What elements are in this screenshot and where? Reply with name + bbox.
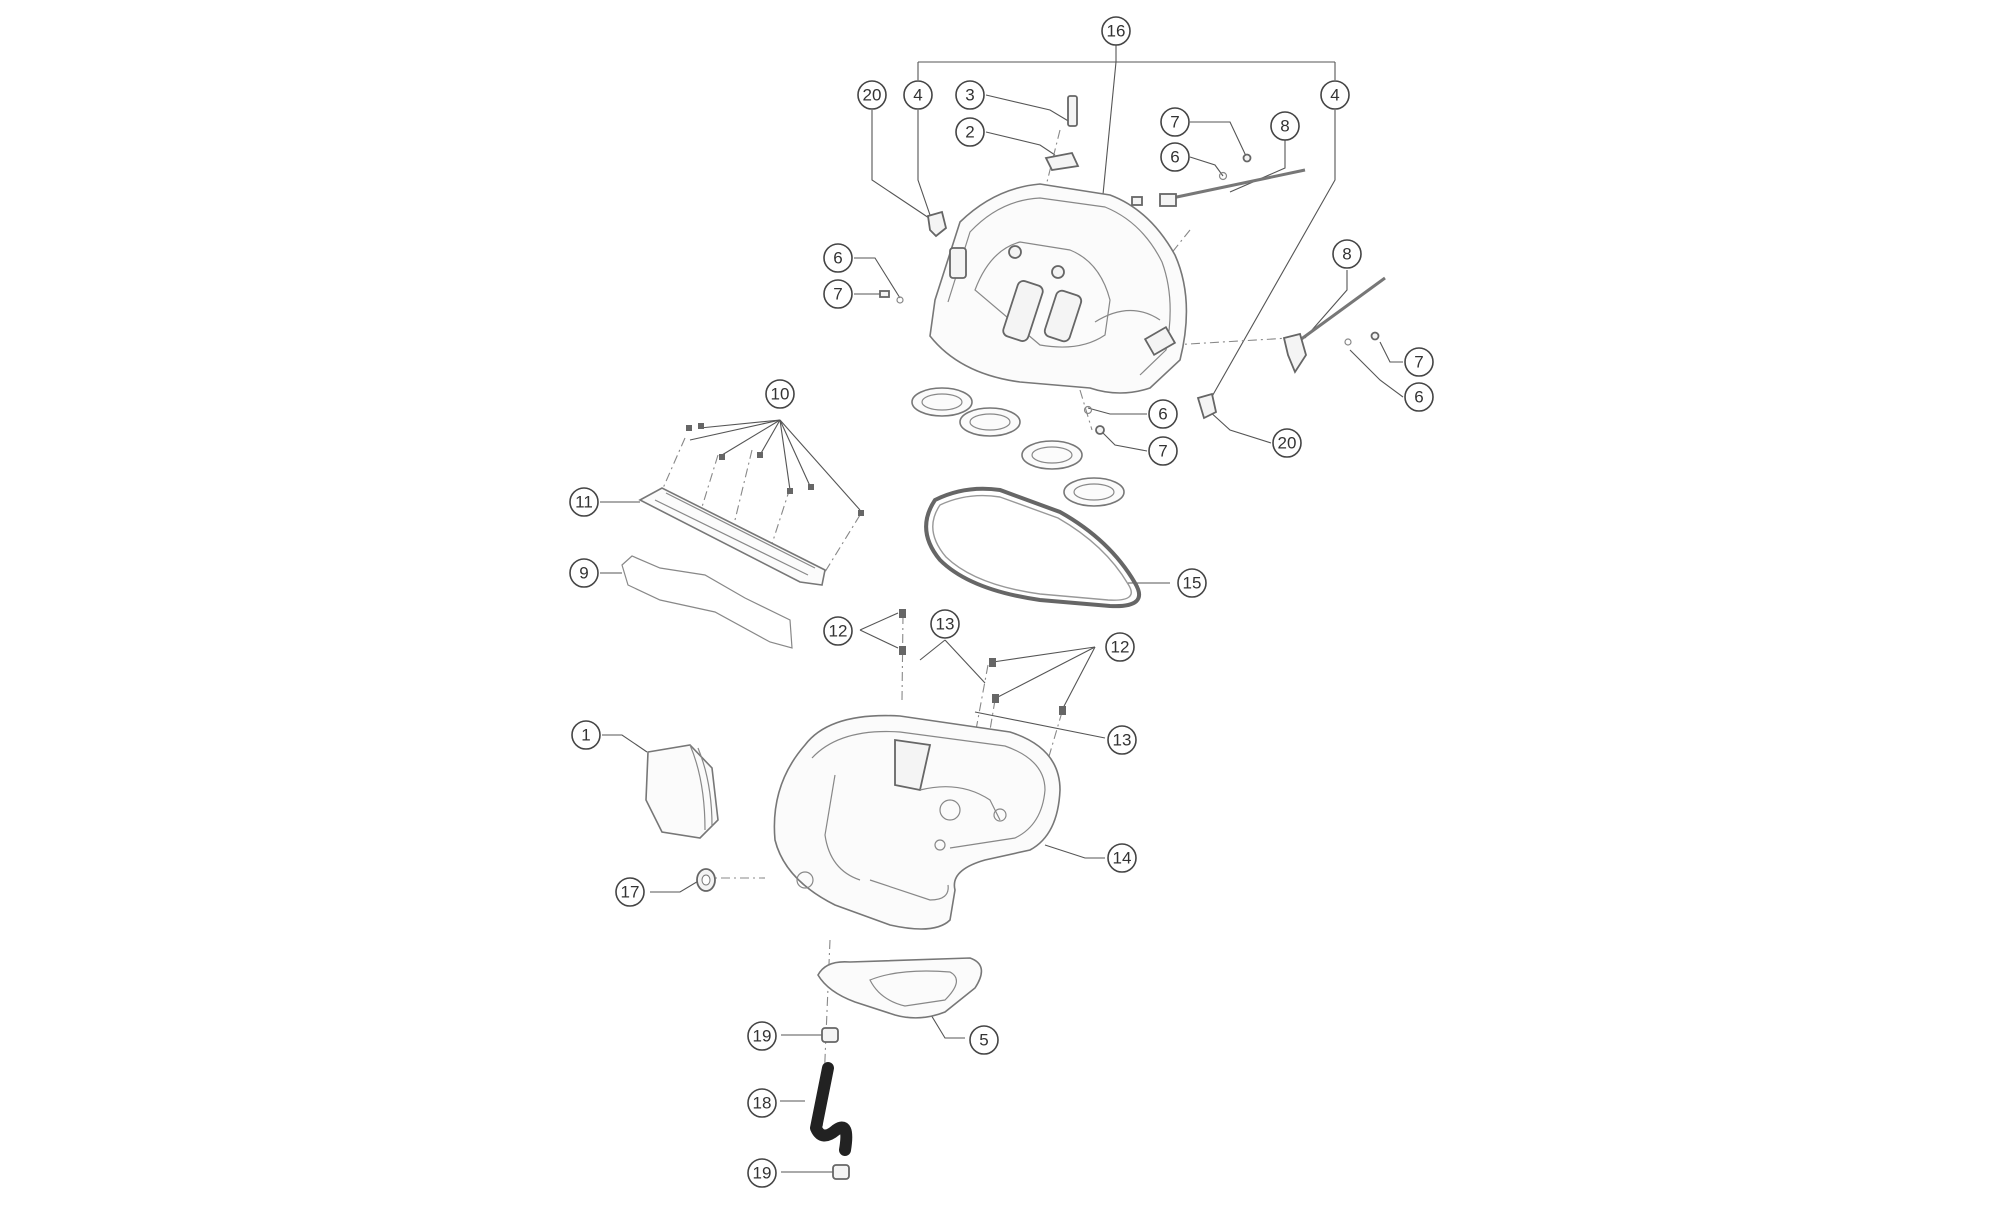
svg-text:8: 8: [1342, 245, 1351, 264]
filter-frame-part-11: [638, 487, 826, 586]
svg-text:20: 20: [1278, 434, 1297, 453]
washer-part-6-middle: [1083, 405, 1093, 415]
svg-text:20: 20: [863, 86, 882, 105]
svg-text:15: 15: [1183, 574, 1202, 593]
svg-text:9: 9: [579, 564, 588, 583]
svg-text:6: 6: [1414, 388, 1423, 407]
callout-11: 11: [569, 487, 599, 517]
svg-text:12: 12: [829, 622, 848, 641]
washer-part-6-top: [1218, 171, 1228, 181]
svg-text:19: 19: [753, 1027, 772, 1046]
svg-text:4: 4: [913, 86, 922, 105]
airbox-cover: [929, 183, 1188, 394]
svg-text:7: 7: [833, 285, 842, 304]
svg-text:17: 17: [621, 883, 640, 902]
leader-lines: [600, 44, 1404, 1173]
callout-8: 8: [1332, 239, 1362, 269]
bracket-part-2: [1044, 151, 1080, 171]
svg-text:4: 4: [1330, 86, 1339, 105]
svg-text:16: 16: [1107, 22, 1126, 41]
callout-9: 9: [569, 558, 599, 588]
screws-part-10: [686, 423, 864, 516]
callout-7: 7: [1404, 347, 1434, 377]
callout-20: 20: [1272, 428, 1302, 458]
svg-text:7: 7: [1414, 353, 1423, 372]
lower-airbox-part-14: [773, 714, 1061, 930]
callout-8: 8: [1270, 111, 1300, 141]
callout-5: 5: [969, 1025, 999, 1055]
screw-part-7-middle: [1095, 425, 1105, 435]
rod-part-8-top: [1131, 168, 1306, 207]
svg-text:10: 10: [771, 385, 790, 404]
svg-text:19: 19: [753, 1164, 772, 1183]
callout-6: 6: [1160, 142, 1190, 172]
callout-13: 13: [930, 609, 960, 639]
clip-part-20-top: [926, 210, 948, 238]
svg-text:5: 5: [979, 1031, 988, 1050]
svg-text:13: 13: [936, 615, 955, 634]
callout-14: 14: [1107, 843, 1137, 873]
callout-2: 2: [955, 117, 985, 147]
clamp-part-19-bottom: [832, 1164, 850, 1180]
svg-text:2: 2: [965, 123, 974, 142]
svg-text:6: 6: [833, 249, 842, 268]
svg-text:18: 18: [753, 1094, 772, 1113]
callout-3: 3: [955, 80, 985, 110]
callout-6: 6: [1148, 399, 1178, 429]
callout-12: 12: [823, 616, 853, 646]
callout-7: 7: [1148, 436, 1178, 466]
callout-15: 15: [1177, 568, 1207, 598]
callout-6: 6: [823, 243, 853, 273]
screw-part-7-top: [1242, 153, 1252, 163]
callout-4: 4: [1320, 80, 1350, 110]
callout-4: 4: [903, 80, 933, 110]
svg-text:11: 11: [575, 493, 593, 512]
callout-10: 10: [765, 379, 795, 409]
gasket-part-9: [621, 555, 793, 649]
intake-duct-part-1: [645, 744, 719, 839]
svg-text:6: 6: [1170, 148, 1179, 167]
callout-13: 13: [1107, 725, 1137, 755]
callout-17: 17: [615, 877, 645, 907]
clip-part-20-right: [1196, 392, 1218, 420]
callouts: 16 20 4 3 2 7 6 8 4 6 7 8 7 6 6 7 20 10 …: [569, 16, 1434, 1188]
svg-text:6: 6: [1158, 405, 1167, 424]
svg-text:12: 12: [1111, 638, 1130, 657]
intake-funnels: [911, 387, 1125, 507]
svg-text:7: 7: [1158, 442, 1167, 461]
svg-text:13: 13: [1113, 731, 1132, 750]
washer-part-6-left: [896, 296, 904, 304]
callout-12: 12: [1105, 632, 1135, 662]
callout-6: 6: [1404, 382, 1434, 412]
callout-19: 19: [747, 1158, 777, 1188]
callout-7: 7: [1160, 107, 1190, 137]
svg-text:3: 3: [965, 86, 974, 105]
seal-ring-part-15: [924, 486, 1142, 609]
hose-part-18: [810, 1062, 853, 1156]
callout-19: 19: [747, 1021, 777, 1051]
callout-18: 18: [747, 1088, 777, 1118]
screw-part-7-left: [879, 290, 890, 298]
svg-text:14: 14: [1113, 849, 1132, 868]
screws-part-12-13: [899, 609, 1066, 715]
callout-16: 16: [1101, 16, 1131, 46]
grommet-part-17: [696, 868, 716, 892]
washer-part-6-right: [1344, 338, 1352, 346]
svg-text:7: 7: [1170, 113, 1179, 132]
svg-text:8: 8: [1280, 117, 1289, 136]
sensor-part-3: [1067, 95, 1078, 127]
screw-part-7-right: [1370, 331, 1380, 341]
callout-1: 1: [571, 720, 601, 750]
svg-text:1: 1: [581, 726, 590, 745]
rod-part-8-right: [1282, 276, 1386, 374]
callout-20: 20: [857, 80, 887, 110]
duct-part-5: [817, 957, 983, 1019]
clamp-part-19-top: [821, 1027, 839, 1043]
callout-7: 7: [823, 279, 853, 309]
